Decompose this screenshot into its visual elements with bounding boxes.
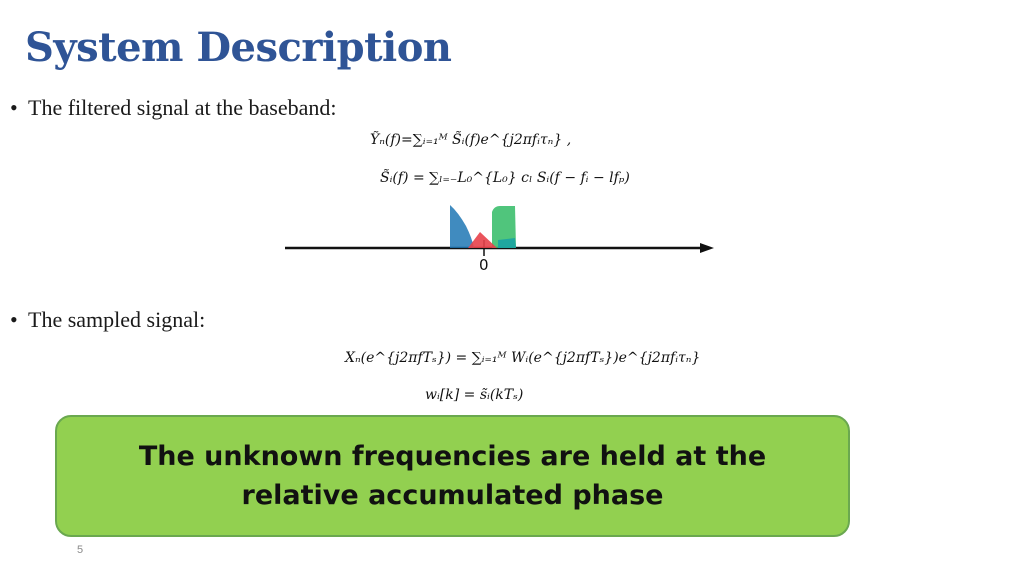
equation-sample-definition: wᵢ[k] = s̃ᵢ(kTₛ): [425, 387, 523, 403]
equation-shifted-spectrum: S̃ᵢ(f) = ∑ₗ₌₋L₀^{L₀} cₗ Sᵢ(f − fᵢ − lfₚ): [380, 170, 630, 186]
callout-text: The unknown frequencies are held at the …: [138, 440, 767, 511]
equation-sampled-signal: Xₙ(e^{j2πfTₛ}) = ∑ᵢ₌₁ᴹ Wᵢ(e^{j2πfTₛ})e^{…: [345, 350, 700, 366]
equation-3-text: Xₙ(e^{j2πfTₛ}) = ∑ᵢ₌₁ᴹ Wᵢ(e^{j2πfTₛ})e^{…: [345, 350, 701, 366]
bullet-dot: •: [10, 95, 18, 120]
bullet-sampled-signal: • The sampled signal:: [10, 307, 205, 333]
equation-1-text: Ỹₙ(f)=∑ᵢ₌₁ᴹ S̃ᵢ(f)e^{j2πfᵢτₙ} ,: [370, 132, 572, 148]
equation-filtered-signal: Ỹₙ(f)=∑ᵢ₌₁ᴹ S̃ᵢ(f)e^{j2πfᵢτₙ} ,: [370, 132, 571, 148]
equation-2-text: S̃ᵢ(f) = ∑ₗ₌₋L₀^{L₀} cₗ Sᵢ(f − fᵢ − lfₚ): [380, 170, 630, 186]
spectrum-shape-blue: [450, 205, 474, 248]
spectrum-shape-red: [468, 232, 497, 248]
axis-zero-label: 0: [479, 256, 489, 274]
slide-title: System Description: [25, 24, 452, 71]
callout-box: The unknown frequencies are held at the …: [55, 415, 850, 537]
spectrum-shape-teal: [498, 238, 516, 248]
axis-arrow-icon: [700, 243, 714, 253]
bullet-text: The sampled signal:: [28, 307, 206, 332]
bullet-dot: •: [10, 307, 18, 332]
spectrum-shape-green: [492, 206, 516, 248]
equation-4-text: wᵢ[k] = s̃ᵢ(kTₛ): [425, 387, 524, 403]
bullet-filtered-signal: • The filtered signal at the baseband:: [10, 95, 337, 121]
bullet-text: The filtered signal at the baseband:: [28, 95, 337, 120]
page-number: 5: [77, 544, 84, 556]
